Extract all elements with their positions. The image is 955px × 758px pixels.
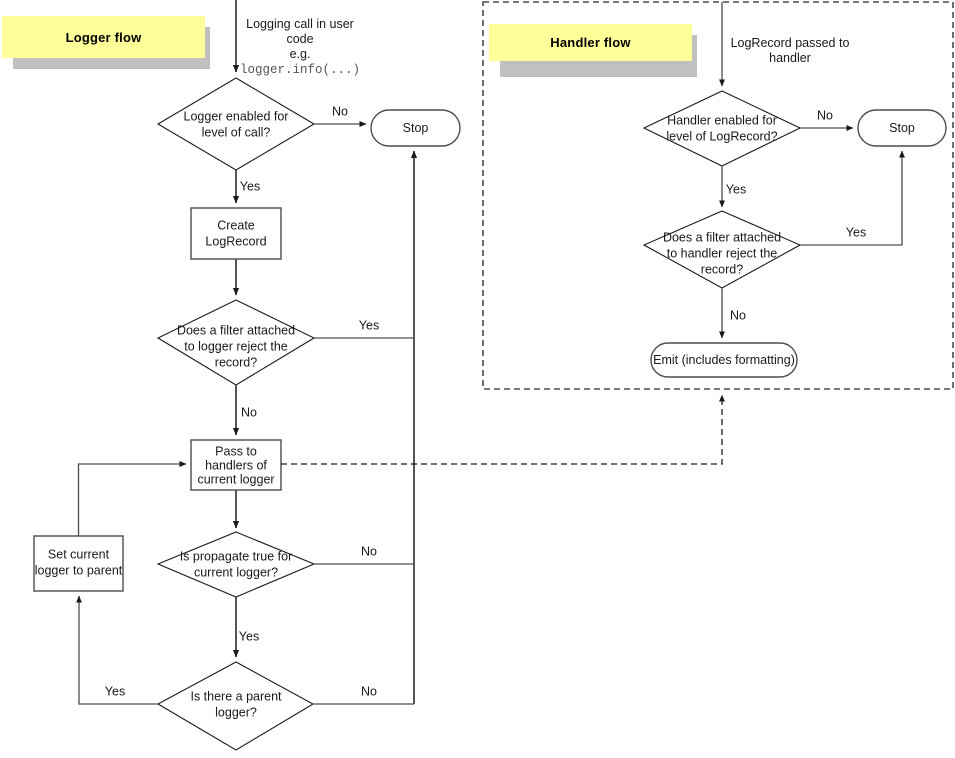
node-set-parent-line2: logger to parent: [35, 563, 123, 577]
edge-handler-filter-yes: [800, 150, 905, 246]
edge-set-parent-to-handlers: [77, 461, 187, 536]
node-logger-stop: [370, 109, 461, 147]
edge-label-handler-filter-no: No: [730, 308, 746, 322]
handler-entry-caption-line2: handler: [769, 51, 811, 65]
node-logger-filter-line3: record?: [215, 355, 257, 369]
node-emit: [650, 342, 798, 378]
node-logger-enabled-line2: level of call?: [202, 125, 271, 139]
edge-label-is-propagate-no: No: [361, 544, 377, 558]
node-handler-filter-line1: Does a filter attached: [663, 230, 781, 244]
node-is-propagate-line1: Is propagate true for: [180, 549, 293, 563]
edge-label-logger-filter-yes: Yes: [359, 318, 379, 332]
node-create-logrecord-line2: LogRecord: [205, 234, 266, 248]
node-pass-to-handlers-line3: current logger: [197, 472, 274, 486]
node-logger-stop-label: Stop: [403, 121, 429, 135]
node-logger-filter-line1: Does a filter attached: [177, 323, 295, 337]
edge-label-handler-enabled-yes: Yes: [726, 182, 746, 196]
node-handler-filter-line3: record?: [701, 262, 743, 276]
logger-entry-caption-line2: code: [286, 32, 313, 46]
node-handler-stop: [857, 109, 947, 147]
edge-label-logger-enabled-yes: Yes: [240, 179, 260, 193]
node-handler-enabled-line2: level of LogRecord?: [666, 129, 777, 143]
logger-entry-caption-code: logger.info(...): [240, 63, 360, 77]
edge-label-is-propagate-yes: Yes: [239, 629, 259, 643]
handler-flow-banner-label: Handler flow: [550, 35, 631, 50]
node-pass-to-handlers-line1: Pass to: [215, 444, 257, 458]
edge-label-logger-enabled-no: No: [332, 104, 348, 118]
node-has-parent: [156, 661, 315, 751]
handler-flow-banner: Handler flow: [485, 0, 715, 95]
logger-flow-banner: Logger flow: [0, 0, 230, 90]
edge-has-parent-yes: [76, 595, 158, 705]
edge-handlers-to-handler-flow: [281, 394, 725, 465]
handler-flow-banner-face: Handler flow: [489, 24, 692, 61]
node-set-parent: [33, 535, 124, 592]
node-set-parent-line1: Set current: [48, 547, 110, 561]
node-emit-label: Emit (includes formatting): [653, 353, 795, 367]
node-logger-enabled: [156, 77, 316, 171]
edge-label-handler-enabled-no: No: [817, 108, 833, 122]
node-handler-stop-label: Stop: [889, 121, 915, 135]
logger-entry-caption-line3: e.g.: [290, 47, 311, 61]
node-create-logrecord: [190, 207, 282, 260]
node-has-parent-line1: Is there a parent: [190, 689, 282, 703]
node-is-propagate-line2: current logger?: [194, 565, 278, 579]
edge-label-has-parent-no: No: [361, 684, 377, 698]
node-logger-filter-line2: to logger reject the: [184, 339, 288, 353]
node-pass-to-handlers-line2: handlers of: [205, 458, 267, 472]
handler-flow-group-frame: [482, 1, 954, 390]
edge-label-handler-filter-yes: Yes: [846, 225, 866, 239]
edge-label-has-parent-yes: Yes: [105, 684, 125, 698]
node-create-logrecord-line1: Create: [217, 218, 255, 232]
handler-entry-caption-line1: LogRecord passed to: [731, 36, 850, 50]
logger-entry-caption-line1: Logging call in user: [246, 17, 354, 31]
node-logger-enabled-line1: Logger enabled for: [184, 109, 289, 123]
logger-flow-banner-label: Logger flow: [65, 29, 142, 45]
edge-label-logger-filter-no: No: [241, 405, 257, 419]
node-has-parent-line2: logger?: [215, 705, 257, 719]
node-handler-filter-line2: to handler reject the: [667, 246, 778, 260]
logger-flow-banner-face: Logger flow: [2, 16, 205, 58]
node-handler-enabled-line1: Handler enabled for: [667, 113, 777, 127]
